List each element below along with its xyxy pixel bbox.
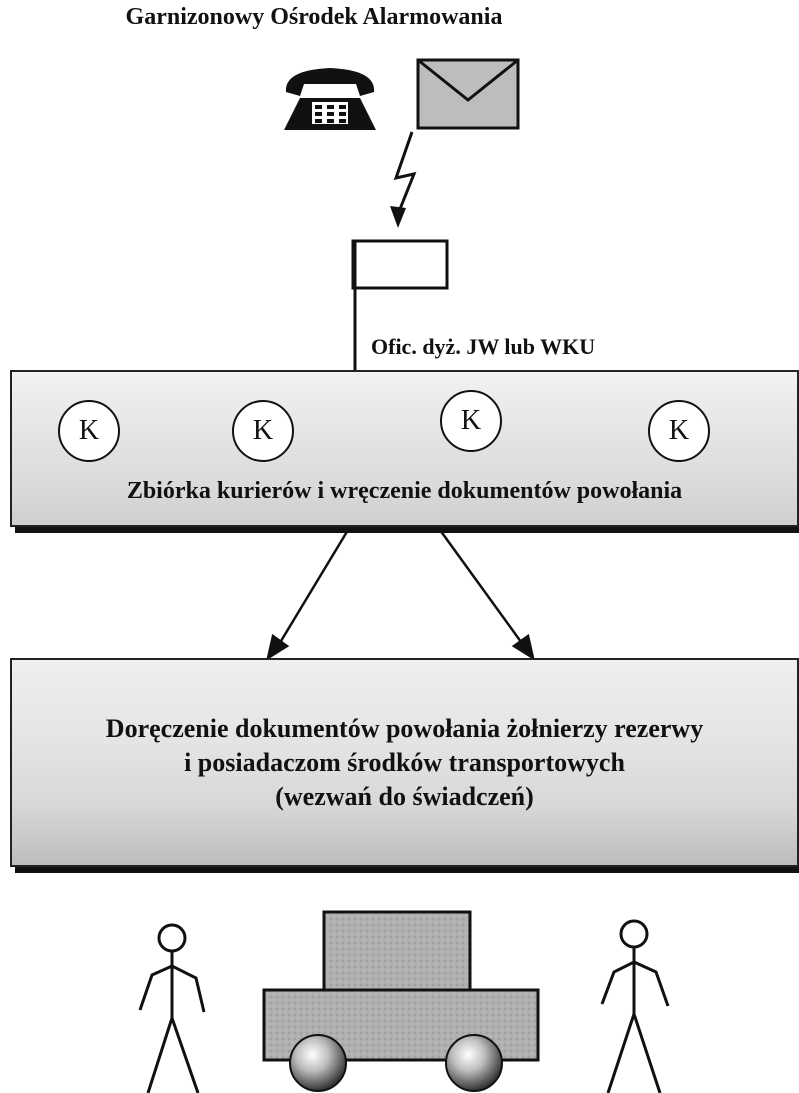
flow-arrows [266,529,535,661]
telephone-icon [284,68,376,130]
couriers-assembly-box: K K K K Zbiórka kurierów i wręczenie dok… [10,370,799,527]
courier-marker: K [58,400,120,462]
person-icon [600,919,670,1093]
courier-marker-label: K [252,415,274,446]
duty-officer-label: Ofic. dyż. JW lub WKU [371,334,596,359]
page-title: Garnizonowy Ośrodek Alarmowania [125,4,503,30]
document-delivery-box: Doręczenie dokumentów powołania żołnierz… [10,658,799,867]
delivery-caption: Doręczenie dokumentów powołania żołnierz… [12,712,797,814]
vehicle-icon [262,910,540,1092]
person-icon [138,923,206,1093]
envelope-icon [416,58,520,130]
courier-marker-label: K [460,405,482,436]
courier-marker-label: K [668,415,690,446]
delivery-line: Doręczenie dokumentów powołania żołnierz… [105,714,704,743]
flag-icon [351,239,449,372]
lightning-icon [390,131,417,228]
courier-marker: K [232,400,294,462]
delivery-line: i posiadaczom środków transportowych [184,748,625,777]
couriers-caption: Zbiórka kurierów i wręczenie dokumentów … [126,478,683,504]
courier-marker: K [440,390,502,452]
delivery-line: (wezwań do świadczeń) [275,782,534,811]
courier-marker-label: K [78,415,100,446]
courier-marker: K [648,400,710,462]
